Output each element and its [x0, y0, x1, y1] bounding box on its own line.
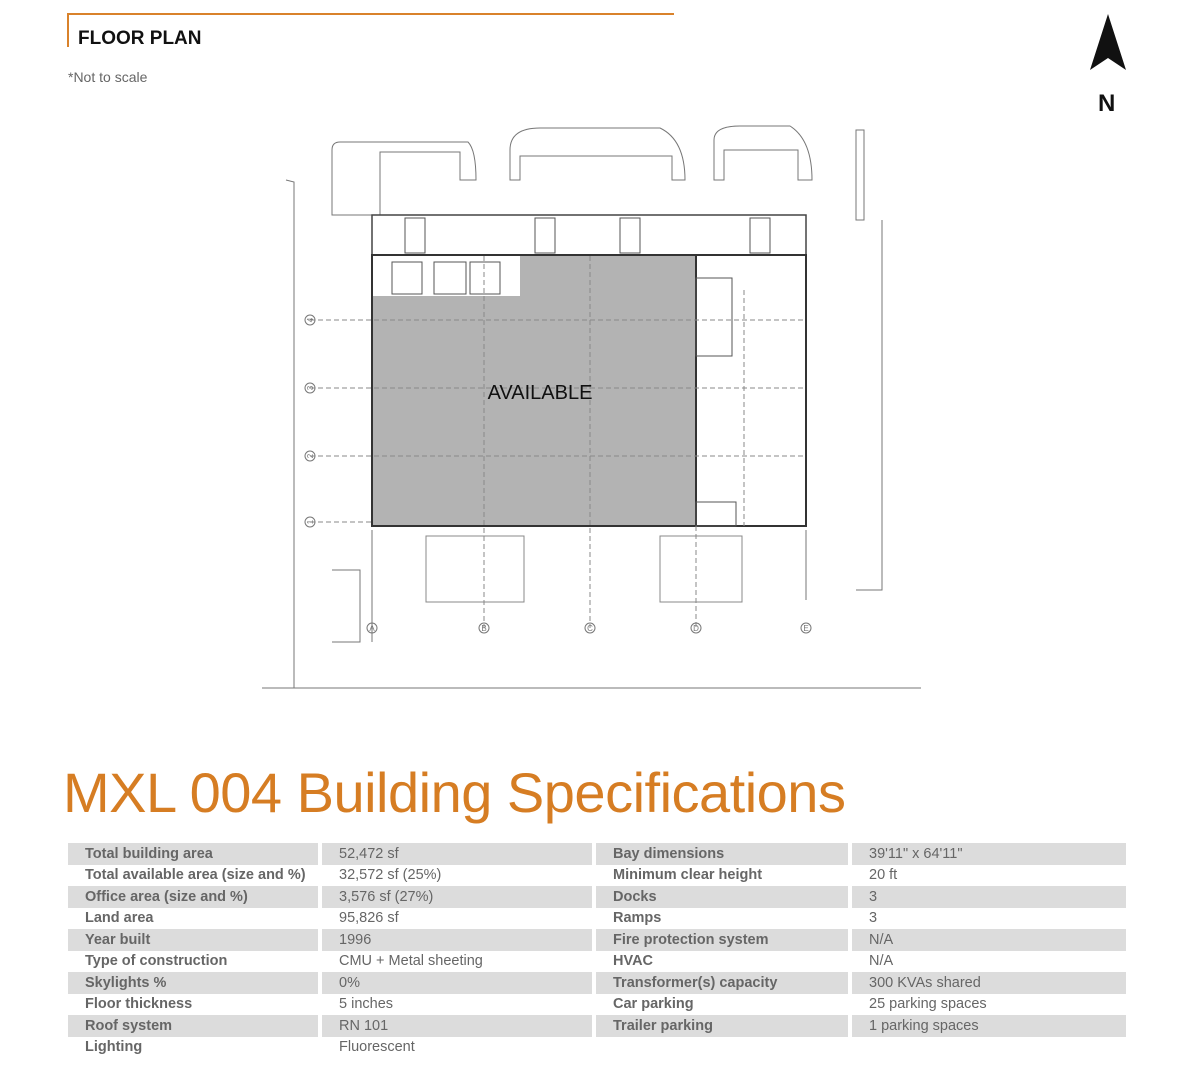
grid-label: 3: [306, 385, 315, 390]
spec-value: 1 parking spaces: [852, 1015, 1126, 1037]
grid-bubble: [304, 450, 316, 462]
grid-bubble: [800, 622, 812, 634]
table-row: Lighting Fluorescent: [68, 1037, 1126, 1059]
grid-label: A: [369, 624, 375, 633]
spec-value: 3,576 sf (27%): [322, 886, 592, 908]
spec-label: Type of construction: [85, 953, 228, 970]
spec-value: N/A: [852, 929, 1126, 951]
spec-label: Floor thickness: [85, 996, 193, 1013]
spec-label: Minimum clear height: [613, 867, 763, 884]
page-title: FLOOR PLAN: [78, 28, 202, 49]
spec-value: 5 inches: [339, 996, 394, 1013]
grid-bubble: [478, 622, 490, 634]
header-rule-vertical: [67, 13, 69, 47]
grid-bubble: [584, 622, 596, 634]
table-row: Type of construction CMU + Metal sheeting…: [68, 951, 1126, 973]
grid-label: B: [481, 624, 486, 633]
spec-label: Ramps: [613, 910, 662, 927]
spec-label: Fire protection system: [596, 929, 848, 951]
grid-bubble: [366, 622, 378, 634]
header-rule: [67, 13, 674, 15]
grid-label: 4: [306, 317, 315, 322]
table-row: Office area (size and %)3,576 sf (27%)Do…: [68, 886, 1126, 908]
grid-label: E: [803, 624, 808, 633]
grid-label: 1: [306, 519, 315, 524]
north-arrow-icon: [1090, 14, 1126, 70]
spec-value: 32,572 sf (25%): [339, 867, 442, 884]
available-area: [373, 296, 696, 526]
spec-value: 95,826 sf: [339, 910, 399, 927]
spec-value: 39'11" x 64'11": [852, 843, 1126, 865]
spec-label: Land area: [85, 910, 154, 927]
spec-label: Total building area: [68, 843, 318, 865]
grid-bubble: [304, 382, 316, 394]
spec-value: 25 parking spaces: [869, 996, 987, 1013]
north-label: N: [1098, 90, 1116, 117]
spec-label: Office area (size and %): [68, 886, 318, 908]
spec-label: Car parking: [613, 996, 694, 1013]
table-row: Floor thickness 5 inches Car parking 25 par…: [68, 994, 1126, 1016]
grid-label: 2: [306, 453, 315, 458]
spec-value: 20 ft: [869, 867, 898, 884]
table-row: Land area 95,826 sf Ramps 3: [68, 908, 1126, 930]
office-strip: [371, 214, 807, 256]
spec-label: HVAC: [613, 953, 654, 970]
grid-label: D: [693, 624, 699, 633]
spec-value: RN 101: [322, 1015, 592, 1037]
grid-lines: [310, 256, 806, 628]
spec-label: Bay dimensions: [596, 843, 848, 865]
grid-bubble: [690, 622, 702, 634]
spec-label: Total available area (size and %): [85, 867, 306, 884]
loading-docks: [425, 535, 743, 603]
grid-bubble: [304, 516, 316, 528]
site-outline: [262, 125, 921, 689]
floor-plan: A B C D E 1 2 3 4 AVAILABLE: [262, 125, 921, 689]
spec-value: 3: [869, 910, 878, 927]
spec-value: CMU + Metal sheeting: [339, 953, 483, 970]
spec-label: Skylights %: [68, 972, 318, 994]
spec-value: 300 KVAs shared: [852, 972, 1126, 994]
spec-value: 0%: [322, 972, 592, 994]
spec-value: 3: [852, 886, 1126, 908]
spec-label: Lighting: [85, 1039, 143, 1056]
spec-label: Transformer(s) capacity: [596, 972, 848, 994]
spec-value: 52,472 sf: [322, 843, 592, 865]
available-area-upper: [520, 256, 696, 296]
available-label: AVAILABLE: [488, 382, 593, 404]
spec-label: Year built: [68, 929, 318, 951]
spec-value: N/A: [869, 953, 894, 970]
spec-label: Roof system: [68, 1015, 318, 1037]
spec-value: 1996: [322, 929, 592, 951]
grid-bubble: [304, 314, 316, 326]
spec-label: Docks: [596, 886, 848, 908]
specs-title: MXL 004 Building Specifications: [63, 761, 846, 824]
spec-label: Trailer parking: [596, 1015, 848, 1037]
scale-note: *Not to scale: [68, 69, 148, 85]
table-row: Total available area (size and %) 32,572 …: [68, 865, 1126, 887]
grid-label: C: [587, 624, 593, 633]
spec-value: Fluorescent: [339, 1039, 415, 1056]
